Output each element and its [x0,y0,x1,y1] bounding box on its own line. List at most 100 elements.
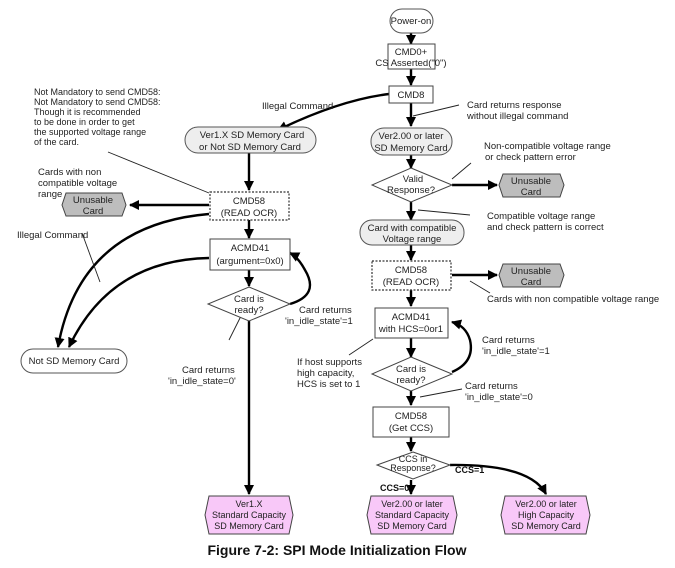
arrow-ccs1 [449,463,548,495]
annotation-host-supports: If host supports high capacity, HCS is s… [297,357,362,390]
node-power-on: Power-on [389,8,434,34]
svg-text:CMD58: CMD58 [395,411,427,422]
svg-text:Card: Card [83,206,104,217]
svg-text:(READ OCR): (READ OCR) [383,277,439,288]
annotation-non-compatible-check: Non-compatible voltage range or check pa… [484,141,611,163]
label-illegal-command-top: Illegal Command [262,101,333,112]
svg-text:'in_idle_state'=0: 'in_idle_state'=0 [465,392,533,403]
annotation-idle1-left: Card returns 'in_idle_state'=1 [285,305,353,327]
svg-text:Not Mandatory to send CMD58:: Not Mandatory to send CMD58: [34,97,161,107]
svg-text:ready?: ready? [396,375,425,386]
leader-lines [81,104,491,398]
svg-text:ready?: ready? [234,305,263,316]
svg-text:Unusable: Unusable [73,195,113,206]
annotation-card-returns-response: Card returns response without illegal co… [466,100,568,122]
arrow-cmd8-ver1-illegal [277,92,390,132]
node-acmd41-left: ACMD41 (argument=0x0) [209,238,291,271]
svg-text:Valid: Valid [403,174,423,185]
node-unusable-right-2: Unusable Card [498,263,565,288]
svg-text:HCS is set to 1: HCS is set to 1 [297,379,360,390]
svg-text:to be done in order to get: to be done in order to get [34,117,135,127]
svg-text:Card: Card [521,277,542,288]
svg-text:SD Memory Card: SD Memory Card [511,521,581,531]
svg-text:Not Mandatory to send CMD58:: Not Mandatory to send CMD58: [34,87,161,97]
svg-text:Ver2.00 or later: Ver2.00 or later [379,131,444,142]
node-cmd58-left: CMD58 (READ OCR) [209,191,290,221]
decision-ccs-response: CCS in Response? [375,451,452,480]
annotation-not-mandatory: Not Mandatory to send CMD58: Not Mandato… [34,87,161,147]
svg-text:Card with compatible: Card with compatible [368,223,457,234]
arrow-loop-right [451,319,473,374]
svg-text:Card returns: Card returns [465,381,518,392]
node-cmd0: CMD0+ CS Asserted("0") [375,43,447,70]
svg-text:Ver1.X: Ver1.X [235,499,262,509]
svg-text:Card returns: Card returns [182,365,235,376]
svg-text:with HCS=0or1: with HCS=0or1 [378,324,443,335]
node-cmd58-ccs: CMD58 (Get CCS) [372,406,450,438]
label-illegal-command-left: Illegal Command [17,230,88,241]
svg-text:Card is: Card is [396,364,426,375]
svg-text:Standard Capacity: Standard Capacity [212,510,287,520]
arrow-acmd41-notsd [67,256,210,348]
svg-text:Standard Capacity: Standard Capacity [375,510,450,520]
svg-text:If host supports: If host supports [297,357,362,368]
node-not-sd-card: Not SD Memory Card [20,348,128,374]
decision-card-ready-left: Card is ready? [206,286,292,322]
svg-text:Card: Card [521,187,542,198]
svg-text:Ver2.00 or later: Ver2.00 or later [515,499,577,509]
node-acmd41-hcs: ACMD41 with HCS=0or1 [374,307,449,339]
svg-text:High Capacity: High Capacity [518,510,575,520]
figure-caption: Figure 7-2: SPI Mode Initialization Flow [207,542,466,558]
label-ccs1: CCS=1 [455,465,484,475]
annotation-idle1-right: Card returns 'in_idle_state'=1 [482,335,550,357]
svg-text:Though it is recommended: Though it is recommended [34,107,141,117]
svg-text:CS Asserted("0"): CS Asserted("0") [375,58,446,69]
annotation-idle0-left: Card returns 'in_idle_state=0' [168,365,236,387]
svg-text:Power-on: Power-on [391,16,432,27]
svg-text:CMD8: CMD8 [398,90,425,101]
svg-text:(Get CCS): (Get CCS) [389,423,433,434]
node-ver2-card: Ver2.00 or later SD Memory Card [370,127,453,156]
svg-text:or Not SD Memory Card: or Not SD Memory Card [199,142,301,153]
node-unusable-right-1: Unusable Card [498,173,565,198]
svg-text:Ver1.X SD Memory Card: Ver1.X SD Memory Card [200,130,305,141]
svg-text:CMD58: CMD58 [395,265,427,276]
svg-text:CMD58: CMD58 [233,196,265,207]
svg-text:(READ OCR): (READ OCR) [221,208,277,219]
decision-valid-response: Valid Response? [370,167,454,203]
svg-text:SD Memory Card: SD Memory Card [377,521,447,531]
svg-text:CMD0+: CMD0+ [395,47,428,58]
svg-text:'in_idle_state'=1: 'in_idle_state'=1 [482,346,550,357]
svg-text:or check pattern error: or check pattern error [485,152,576,163]
node-unusable-left: Unusable Card [61,192,127,217]
svg-text:Cards with non: Cards with non [38,167,101,178]
annotation-cards-non-compatible-left: Cards with non compatible voltage range [38,167,117,200]
svg-text:ACMD41: ACMD41 [392,312,431,323]
svg-text:Response?: Response? [390,463,436,473]
svg-text:Non-compatible voltage range: Non-compatible voltage range [484,141,611,152]
node-ver1-or-not-sd: Ver1.X SD Memory Card or Not SD Memory C… [184,126,317,154]
node-cmd8: CMD8 [388,85,434,104]
node-cmd58-right: CMD58 (READ OCR) [371,260,452,291]
svg-text:Card returns response: Card returns response [467,100,562,111]
svg-text:Unusable: Unusable [511,176,551,187]
flow-lines [54,33,548,496]
node-ver2-standard: Ver2.00 or later Standard Capacity SD Me… [366,495,458,535]
svg-text:CCS in: CCS in [399,454,428,464]
svg-text:Voltage range: Voltage range [383,234,442,245]
svg-text:SD Memory Card: SD Memory Card [214,521,284,531]
annotation-compatible-check: Compatible voltage range and check patte… [487,211,604,233]
svg-text:'in_idle_state=0': 'in_idle_state=0' [168,376,236,387]
node-compatible-card: Card with compatible Voltage range [359,219,465,246]
svg-text:ACMD41: ACMD41 [231,243,270,254]
svg-text:SD Memory Card: SD Memory Card [374,143,447,154]
svg-text:Response?: Response? [387,185,435,196]
svg-text:Card is: Card is [234,294,264,305]
svg-text:without illegal command: without illegal command [466,111,568,122]
svg-text:Compatible voltage range: Compatible voltage range [487,211,595,222]
node-ver2-high: Ver2.00 or later High Capacity SD Memory… [500,495,591,535]
svg-text:of the card.: of the card. [34,137,79,147]
svg-text:and check pattern is correct: and check pattern is correct [487,222,604,233]
svg-text:the supported voltage range: the supported voltage range [34,127,146,137]
svg-text:Unusable: Unusable [511,266,551,277]
